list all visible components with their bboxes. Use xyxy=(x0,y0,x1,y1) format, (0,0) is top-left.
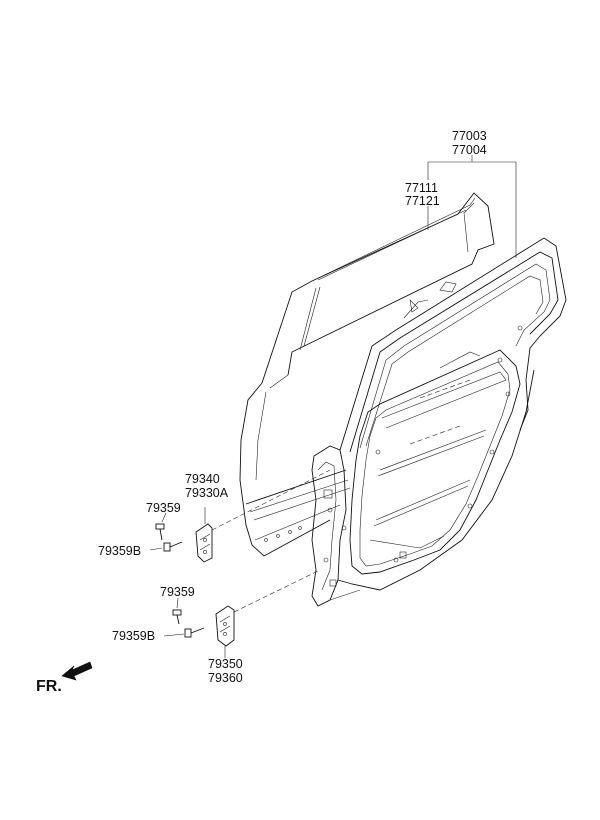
label-79330a: 79330A xyxy=(185,486,229,500)
upper-bolt-79359b xyxy=(163,541,183,552)
label-79359b-lower: 79359B xyxy=(112,629,155,643)
label-77003: 77003 xyxy=(452,129,487,143)
label-79340: 79340 xyxy=(185,472,220,486)
outer-door-panel xyxy=(239,192,495,557)
label-79359b-upper: 79359B xyxy=(98,544,141,558)
label-77121: 77121 xyxy=(405,194,440,208)
lower-bolt-79359 xyxy=(172,609,182,625)
front-label: FR. xyxy=(36,678,62,695)
front-direction-marker: FR. xyxy=(36,661,93,695)
label-79350: 79350 xyxy=(208,657,243,671)
label-79360: 79360 xyxy=(208,671,243,685)
lower-bolt-79359b xyxy=(184,627,205,638)
upper-hinge-assembly xyxy=(149,469,331,563)
label-77111: 77111 xyxy=(405,181,438,195)
leader-lines xyxy=(427,155,517,258)
label-77004: 77004 xyxy=(452,143,487,157)
front-arrow-icon xyxy=(61,661,93,681)
label-79359-upper: 79359 xyxy=(146,501,181,515)
label-79359-lower: 79359 xyxy=(160,585,195,599)
door-inner-frame xyxy=(311,237,567,607)
part-labels: 77003 77004 77111 77121 79340 79330A 793… xyxy=(98,129,487,685)
lower-hinge-assembly xyxy=(163,569,321,658)
upper-bolt-79359 xyxy=(155,523,165,541)
